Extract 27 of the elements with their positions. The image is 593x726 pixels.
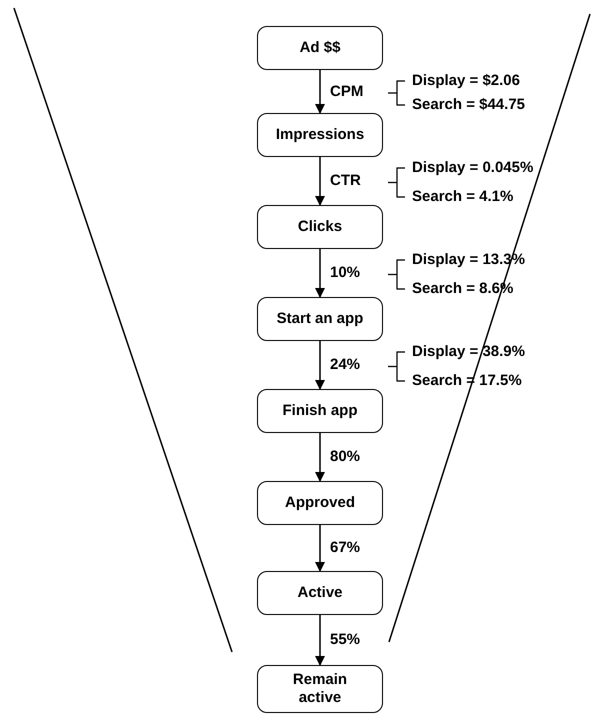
- edge-label: 10%: [330, 264, 360, 282]
- edge-label: 67%: [330, 539, 360, 557]
- arrow: [315, 70, 325, 114]
- process-box: Start an app: [257, 297, 383, 341]
- edge-label: CTR: [330, 172, 361, 190]
- annotation-text: Display = $2.06: [412, 72, 520, 90]
- arrow: [315, 615, 325, 666]
- process-box: Clicks: [257, 205, 383, 249]
- edge-label: 55%: [330, 631, 360, 649]
- annotation-text: Display = 38.9%: [412, 343, 525, 361]
- edge-label: 24%: [330, 356, 360, 374]
- arrow: [315, 249, 325, 298]
- arrow: [315, 341, 325, 390]
- annotation-text: Search = $44.75: [412, 96, 526, 114]
- arrow: [315, 525, 325, 572]
- arrow: [315, 433, 325, 482]
- edge-label: 80%: [330, 448, 360, 466]
- process-box: Remain active: [257, 665, 383, 713]
- process-box: Ad $$: [257, 26, 383, 70]
- process-box: Active: [257, 571, 383, 615]
- edge-label: CPM: [330, 82, 364, 100]
- annotation-text: Display = 0.045%: [412, 159, 534, 177]
- process-box: Approved: [257, 481, 383, 525]
- process-box: Impressions: [257, 113, 383, 157]
- arrow: [315, 157, 325, 206]
- process-box: Finish app: [257, 389, 383, 433]
- annotation-text: Search = 4.1%: [412, 188, 514, 206]
